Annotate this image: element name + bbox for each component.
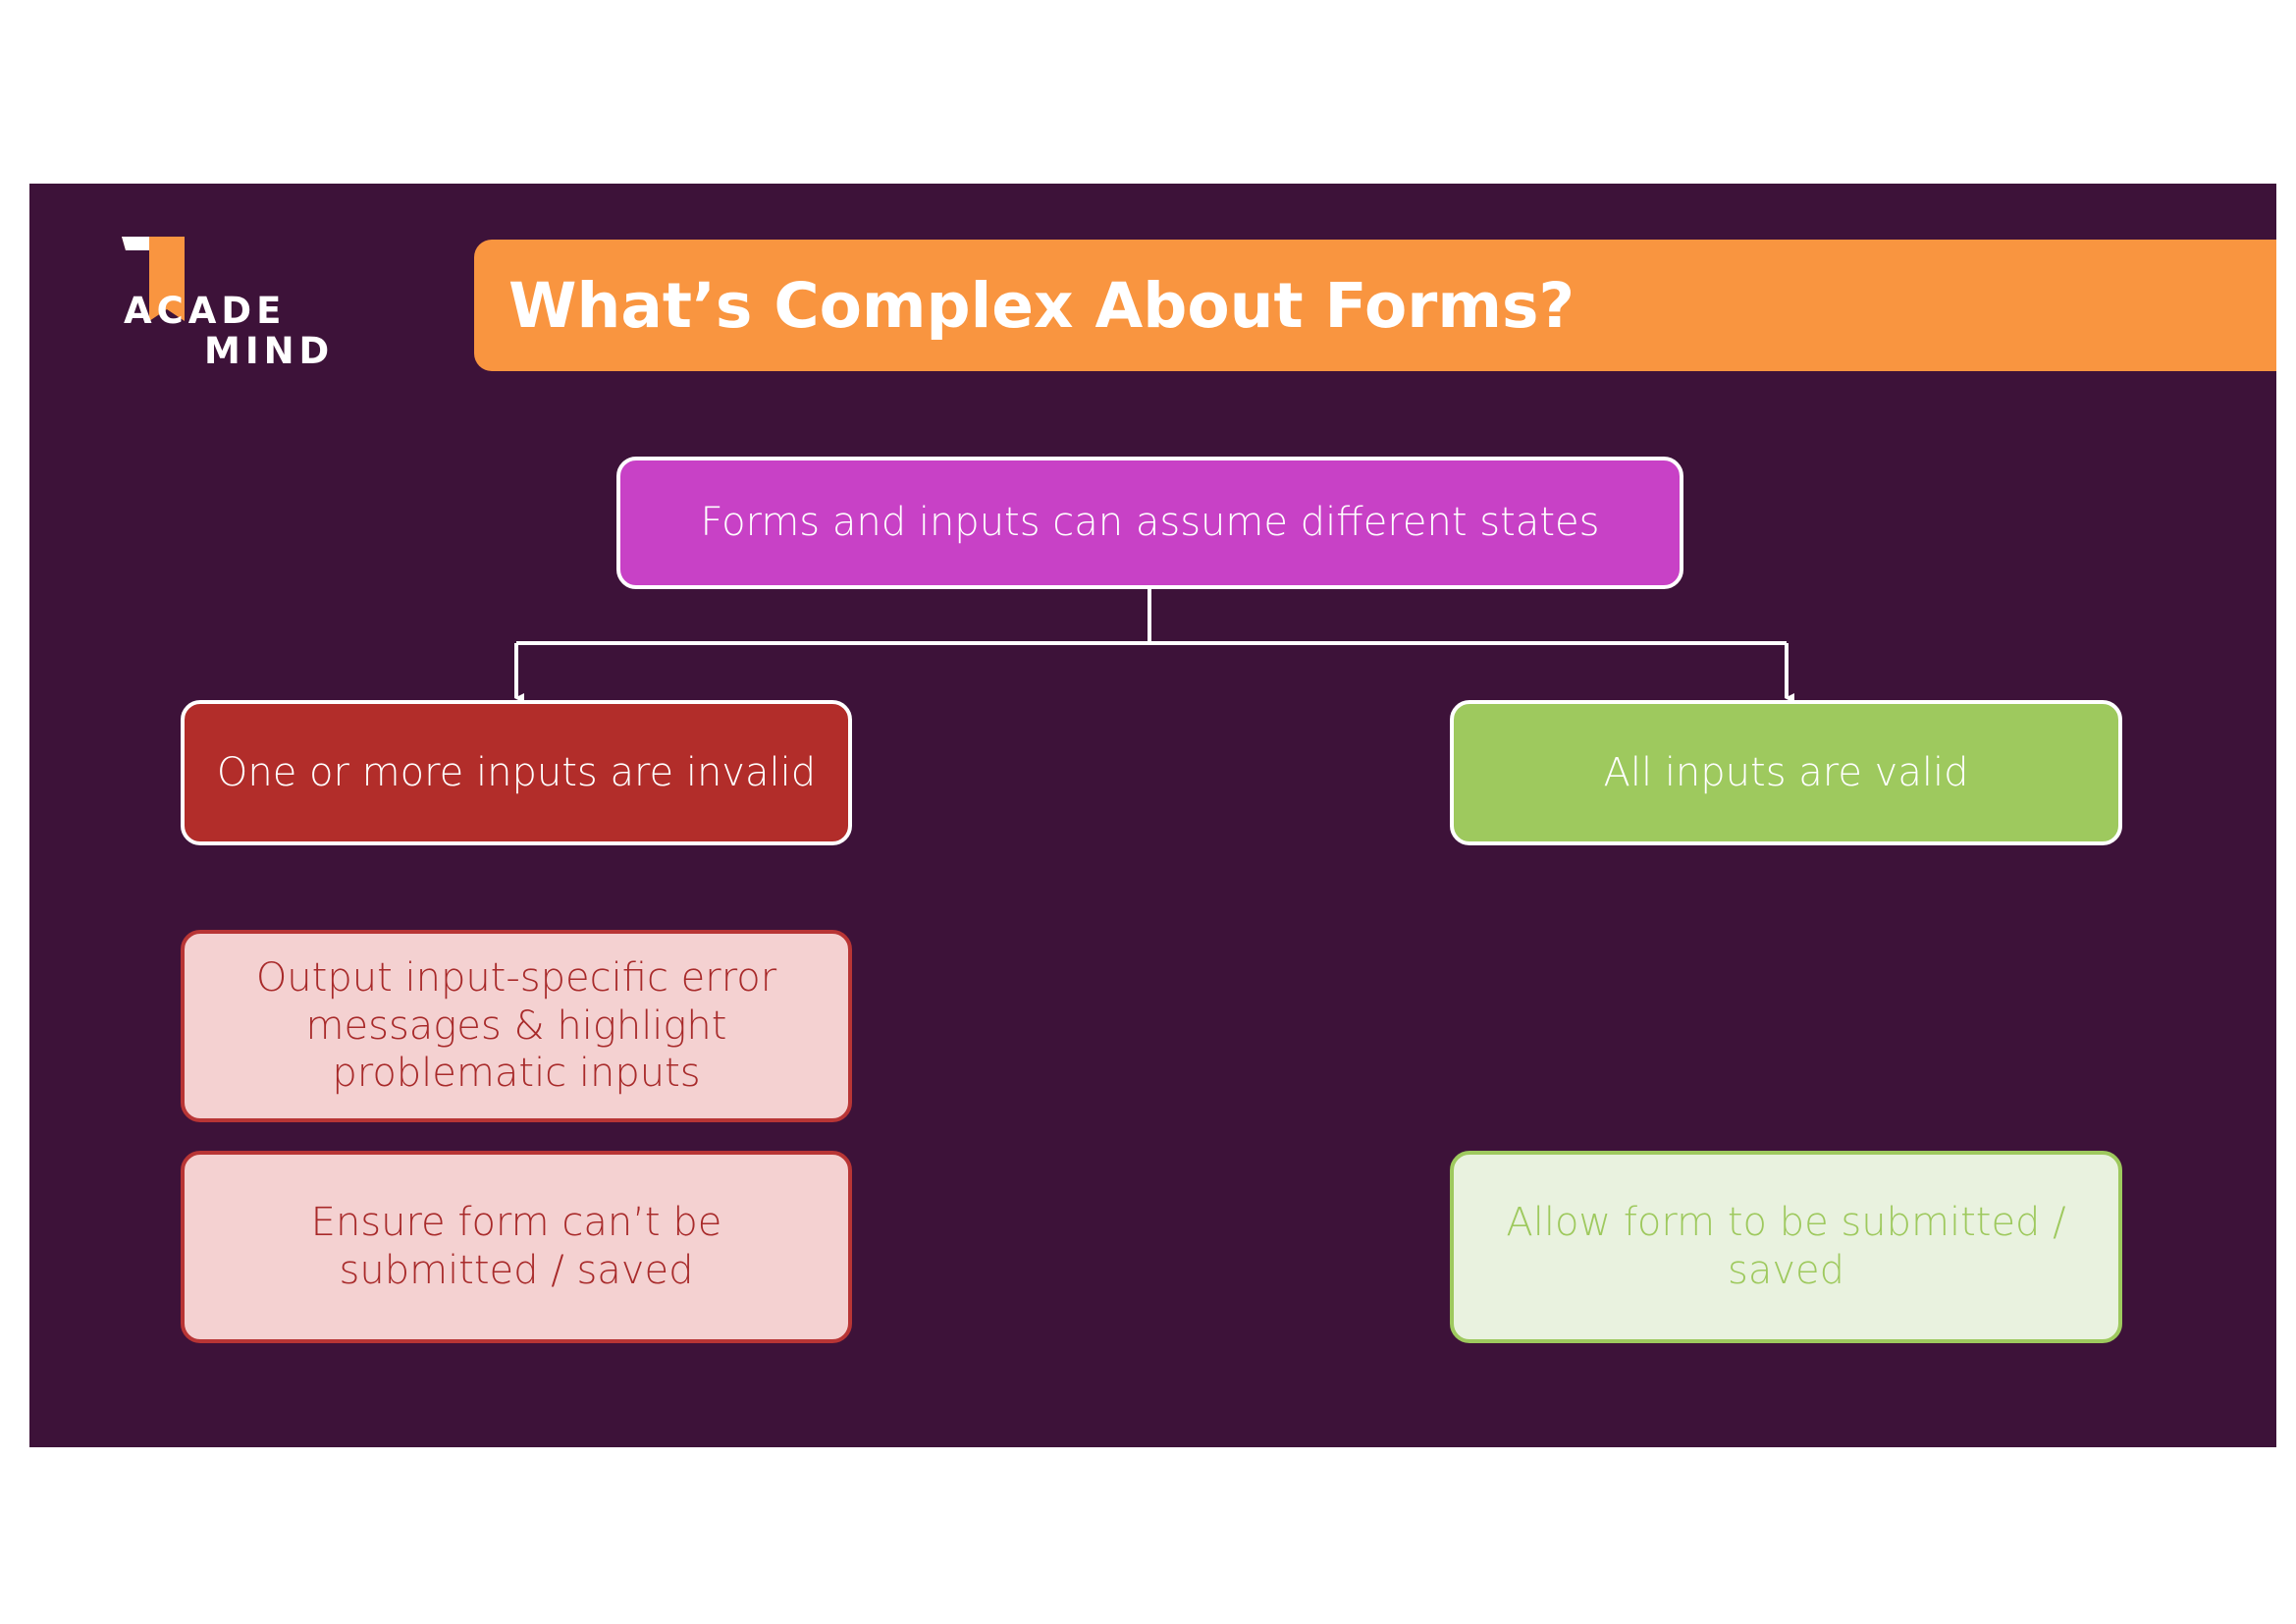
logo-text-line1: ACADE — [124, 290, 287, 332]
academind-logo: ACADE MIND — [88, 235, 344, 382]
logo-text-line2: MIND — [204, 330, 335, 372]
connectors — [514, 589, 1794, 703]
error-messages-box: Output input-specific error messages & h… — [181, 930, 852, 1122]
prevent-submit-label: Ensure form can’t be submitted / saved — [310, 1200, 722, 1293]
slide-title: What’s Complex About Forms? — [508, 269, 1575, 342]
invalid-branch-label: One or more inputs are invalid — [216, 749, 817, 795]
root-state-label: Forms and inputs can assume different st… — [700, 500, 1600, 546]
error-messages-label: Output input-specific error messages & h… — [255, 954, 777, 1097]
root-state-box: Forms and inputs can assume different st… — [616, 457, 1683, 589]
valid-branch-label: All inputs are valid — [1603, 749, 1969, 795]
prevent-submit-box: Ensure form can’t be submitted / saved — [181, 1151, 852, 1343]
title-banner: What’s Complex About Forms? — [474, 240, 2276, 371]
invalid-branch-box: One or more inputs are invalid — [181, 700, 852, 845]
slide: ACADE MIND What’s Complex About Forms? F… — [29, 184, 2276, 1447]
allow-submit-box: Allow form to be submitted / saved — [1450, 1151, 2122, 1343]
allow-submit-label: Allow form to be submitted / saved — [1506, 1200, 2066, 1293]
bookmark-flag-icon — [122, 237, 185, 321]
valid-branch-box: All inputs are valid — [1450, 700, 2122, 845]
